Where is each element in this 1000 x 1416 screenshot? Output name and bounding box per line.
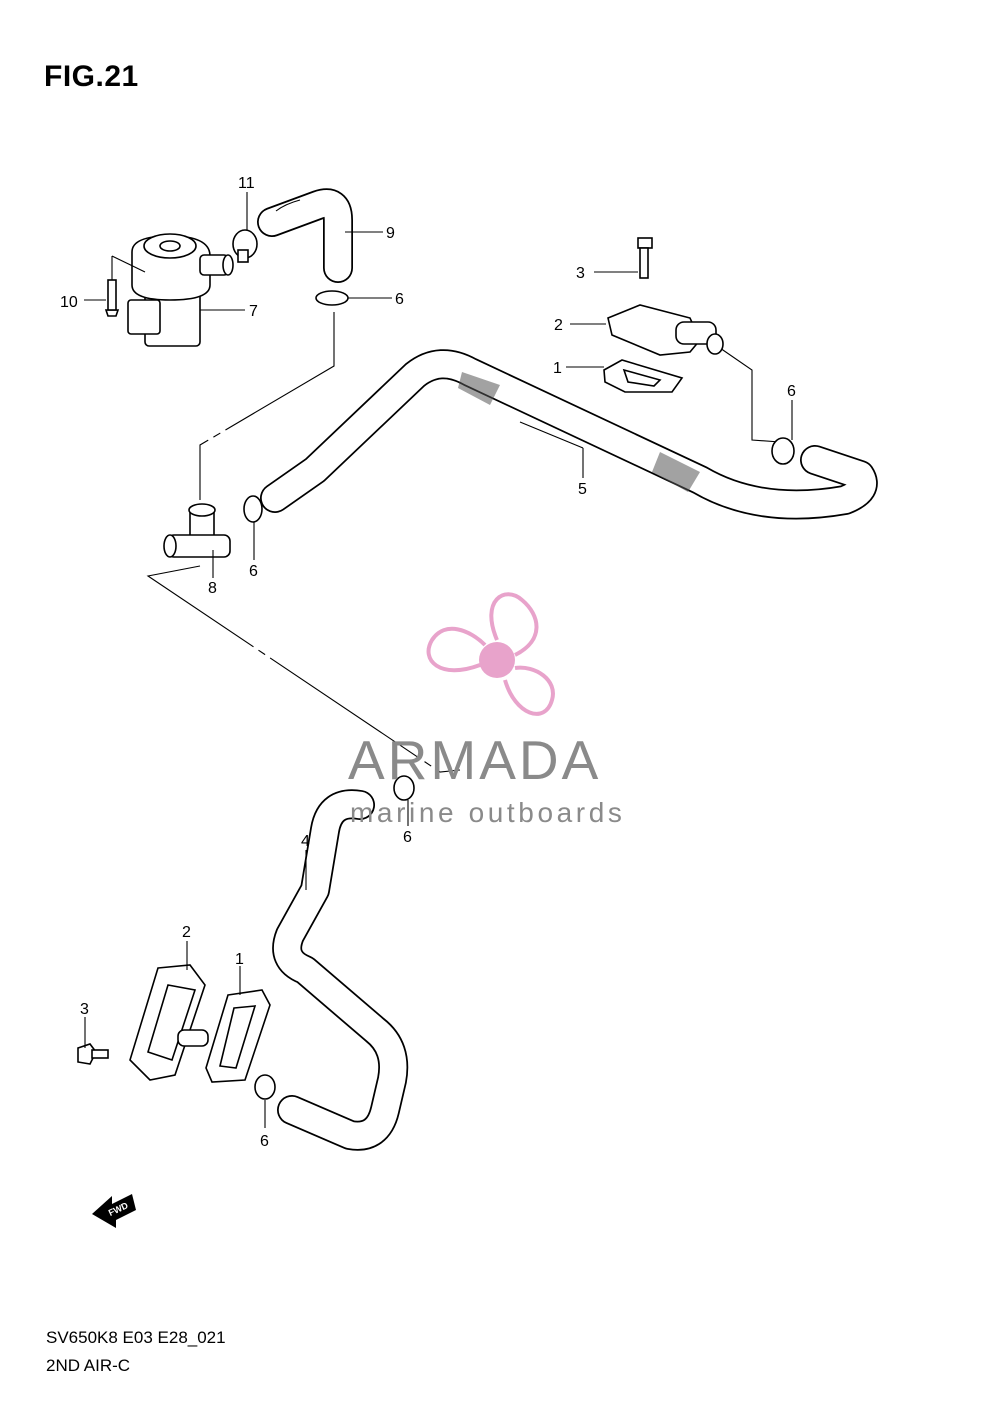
routing-line-middle bbox=[146, 565, 461, 773]
reed-cover-2-lower bbox=[129, 964, 209, 1081]
callout-6: 6 bbox=[249, 563, 258, 580]
hose-5 bbox=[260, 349, 878, 520]
callout-5: 5 bbox=[578, 481, 587, 498]
hose-mesh-sleeve-2 bbox=[652, 452, 700, 492]
armada-propeller-logo bbox=[426, 592, 555, 716]
callout-6: 6 bbox=[395, 291, 404, 308]
clip-6-middle bbox=[393, 775, 415, 801]
callout-2: 2 bbox=[182, 924, 191, 941]
screw-10 bbox=[104, 279, 120, 317]
diagram-code: SV650K8 E03 E28_021 bbox=[46, 1328, 226, 1347]
bolt-3-upper bbox=[637, 237, 653, 279]
clamp-11 bbox=[232, 229, 258, 263]
valve-assembly-7 bbox=[127, 233, 234, 347]
callout-7: 7 bbox=[249, 303, 258, 320]
bolt-3-lower bbox=[77, 1043, 109, 1065]
callout-6: 6 bbox=[787, 383, 796, 400]
callout-3: 3 bbox=[80, 1001, 89, 1018]
routing-line-upper bbox=[199, 312, 335, 500]
hose-4 bbox=[272, 789, 409, 1151]
figure-title: FIG.21 bbox=[44, 60, 139, 93]
callout-8: 8 bbox=[208, 580, 217, 597]
callout-3: 3 bbox=[576, 265, 585, 282]
callout-4: 4 bbox=[301, 833, 310, 850]
clip-6-right bbox=[771, 437, 795, 465]
callout-2: 2 bbox=[554, 317, 563, 334]
hose-mesh-sleeve-1 bbox=[458, 372, 500, 405]
clip-6-upper bbox=[315, 290, 349, 306]
clip-6-lower bbox=[254, 1074, 276, 1100]
callout-leaders bbox=[84, 192, 793, 1128]
callout-11: 11 bbox=[238, 175, 255, 192]
clip-6-left bbox=[243, 495, 263, 523]
routing-line-right bbox=[719, 347, 781, 443]
gasket-1-upper bbox=[603, 359, 684, 393]
watermark-tagline: marine outboards bbox=[350, 797, 626, 828]
callout-1: 1 bbox=[235, 951, 244, 968]
callout-6: 6 bbox=[260, 1133, 269, 1150]
callout-9: 9 bbox=[386, 225, 395, 242]
callout-labels: 11 9 10 7 6 3 2 1 6 5 8 6 6 4 2 1 3 6 bbox=[60, 175, 796, 1150]
fwd-arrow: FWD bbox=[92, 1194, 136, 1228]
callout-10: 10 bbox=[60, 294, 78, 311]
hose-9 bbox=[257, 188, 353, 283]
callout-6: 6 bbox=[403, 829, 412, 846]
gasket-1-lower bbox=[205, 989, 271, 1083]
callout-1: 1 bbox=[553, 360, 562, 377]
watermark-brand-name: ARMADA bbox=[348, 729, 602, 791]
diagram-name: 2ND AIR-C bbox=[46, 1356, 131, 1375]
joint-8 bbox=[163, 503, 231, 558]
reed-cover-2-upper bbox=[607, 304, 724, 356]
